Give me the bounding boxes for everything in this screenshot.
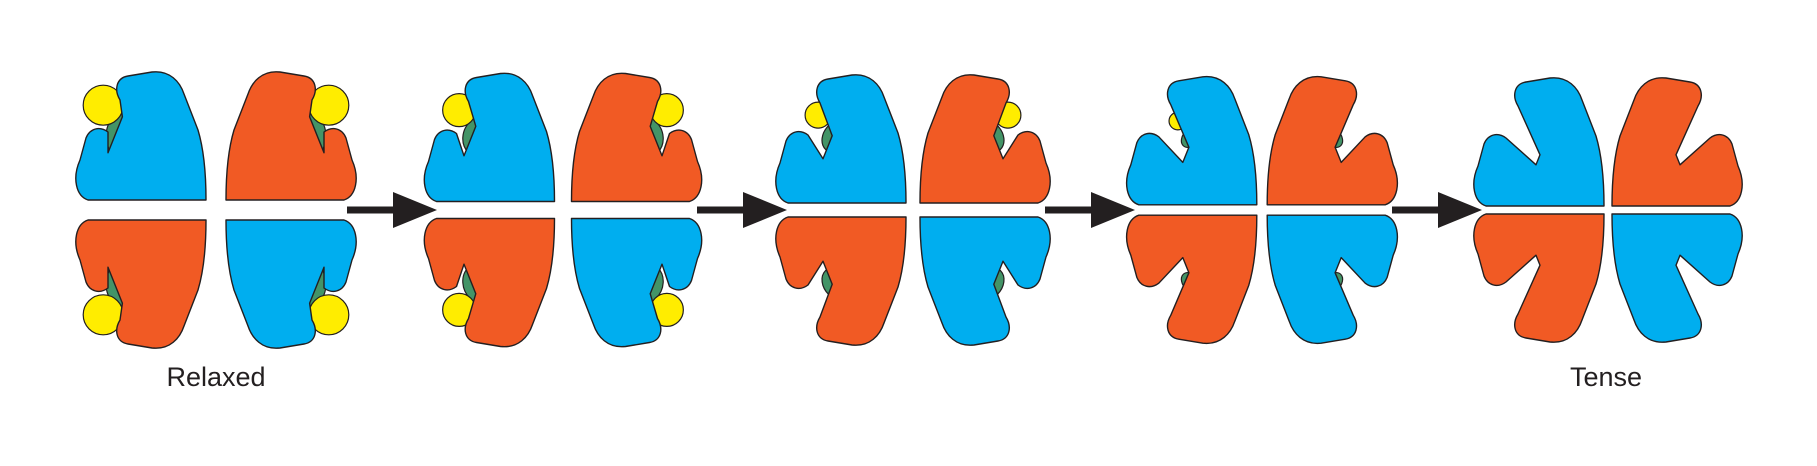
subunit-alpha-1 xyxy=(1125,75,1258,206)
subunit-beta-1 xyxy=(570,72,703,203)
stage-5 xyxy=(1473,77,1743,343)
subunit-body xyxy=(225,219,357,349)
subunit-body xyxy=(919,216,1051,346)
subunit-beta-1 xyxy=(919,74,1051,204)
subunit-body xyxy=(570,217,703,348)
subunit-body xyxy=(1125,75,1258,206)
subunit-body xyxy=(775,74,907,204)
subunit-body xyxy=(1473,213,1605,343)
stage-4 xyxy=(1125,75,1399,345)
subunit-body xyxy=(1611,213,1743,343)
subunit-beta-2 xyxy=(75,219,207,349)
subunit-body xyxy=(75,219,207,349)
subunit-alpha-2 xyxy=(570,217,703,348)
subunit-body xyxy=(1266,75,1399,206)
arrow-icon xyxy=(697,192,787,228)
subunit-alpha-1 xyxy=(775,74,907,204)
subunit-beta-1 xyxy=(1266,75,1399,206)
subunit-body xyxy=(570,72,703,203)
subunit-body xyxy=(75,71,207,201)
subunit-body xyxy=(423,72,556,203)
subunit-beta-1 xyxy=(1611,77,1743,207)
subunit-alpha-1 xyxy=(75,71,207,201)
subunit-alpha-1 xyxy=(423,72,556,203)
stage-1 xyxy=(75,71,357,349)
subunit-body xyxy=(225,71,357,201)
subunit-beta-1 xyxy=(225,71,357,201)
subunit-body xyxy=(1473,77,1605,207)
subunit-alpha-2 xyxy=(1611,213,1743,343)
subunit-body xyxy=(1266,214,1399,345)
subunit-body xyxy=(919,74,1051,204)
stage-3 xyxy=(775,74,1051,346)
subunit-alpha-2 xyxy=(1266,214,1399,345)
subunit-beta-2 xyxy=(775,216,907,346)
stage-2 xyxy=(423,72,703,348)
subunit-alpha-2 xyxy=(225,219,357,349)
subunit-beta-2 xyxy=(1125,214,1258,345)
subunit-alpha-2 xyxy=(919,216,1051,346)
label-tense: Tense xyxy=(1569,362,1643,392)
subunit-beta-2 xyxy=(423,217,556,348)
subunit-body xyxy=(1611,77,1743,207)
subunit-alpha-1 xyxy=(1473,77,1605,207)
subunit-body xyxy=(423,217,556,348)
arrow-icon xyxy=(1392,192,1482,228)
subunit-beta-2 xyxy=(1473,213,1605,343)
subunit-body xyxy=(1125,214,1258,345)
arrow-icon xyxy=(347,192,437,228)
arrow-icon xyxy=(1045,192,1135,228)
label-relaxed: Relaxed xyxy=(166,362,266,392)
subunit-body xyxy=(775,216,907,346)
